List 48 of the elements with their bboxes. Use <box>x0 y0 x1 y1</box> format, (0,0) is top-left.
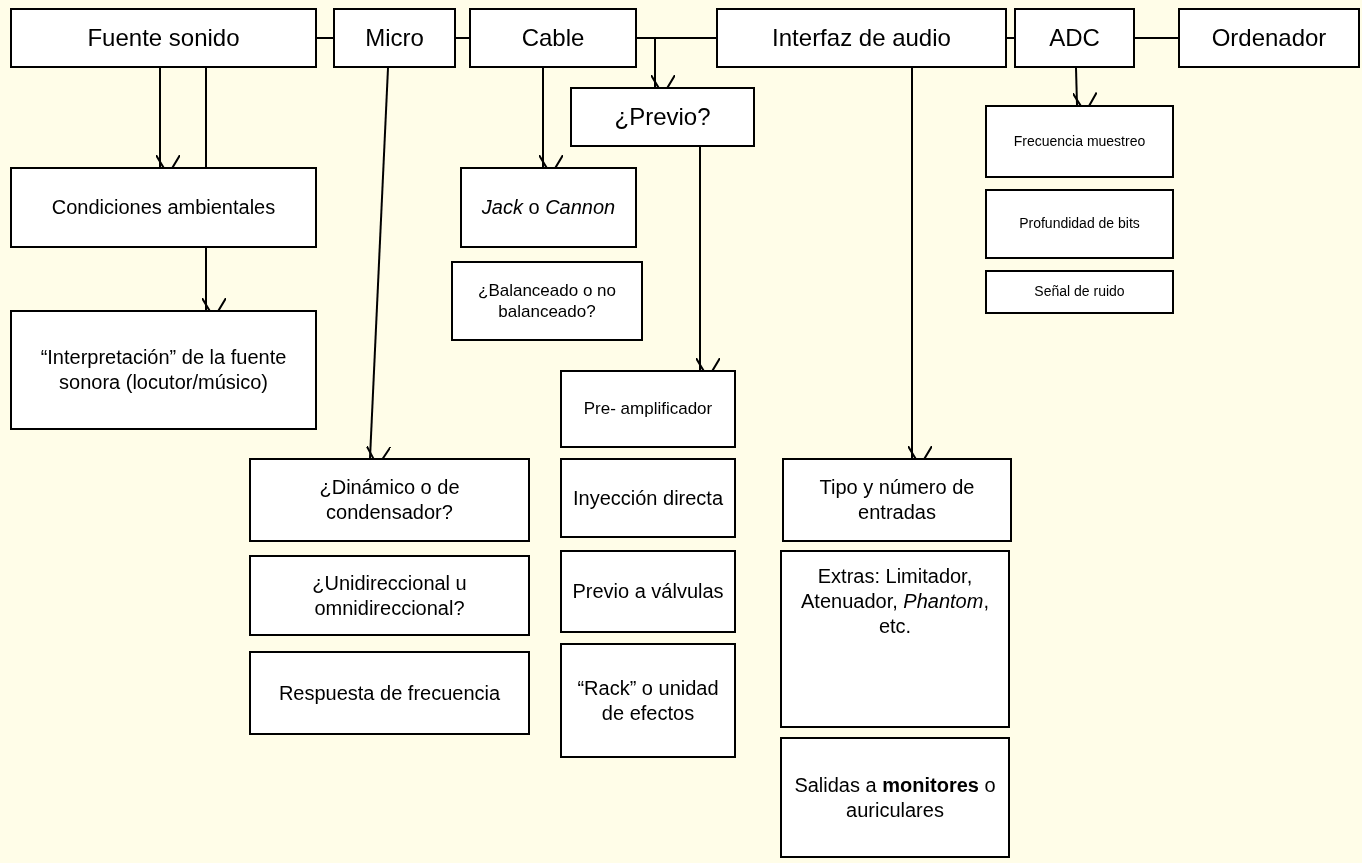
process-box <box>249 458 530 542</box>
process-box <box>560 370 736 448</box>
process-box <box>560 458 736 538</box>
node-text: Inyección directa <box>572 485 724 511</box>
node-text: Jack o Cannon <box>481 195 616 220</box>
process-box <box>333 8 456 68</box>
node-text: Condiciones ambientales <box>51 195 276 220</box>
process-box <box>985 189 1174 259</box>
node-text: Profundidad de bits <box>1019 215 1140 233</box>
node-text: Extras: Limitador, Atenuador, Phantom, etc. <box>800 564 990 639</box>
node-text: Respuesta de frecuencia <box>278 680 501 706</box>
process-box <box>10 167 317 248</box>
node-text: ¿Previo? <box>614 102 711 132</box>
node-text: Señal de ruido <box>1034 283 1125 301</box>
process-box <box>570 87 755 147</box>
node-text: Pre- amplificador <box>583 398 713 420</box>
node-text: Salidas a monitores o auriculares <box>793 772 997 823</box>
process-box <box>780 737 1010 858</box>
node-text: Tipo y número de entradas <box>818 475 976 525</box>
process-box <box>1014 8 1135 68</box>
node-text: “Rack” o unidad de efectos <box>576 675 720 726</box>
process-box <box>716 8 1007 68</box>
process-box <box>782 458 1012 542</box>
node-text: ¿Dinámico o de condensador? <box>318 475 461 525</box>
node-text: Previo a válvulas <box>572 579 724 604</box>
node-text: Interfaz de audio <box>772 23 951 53</box>
process-box <box>985 270 1174 314</box>
node-text: ¿Balanceado o no balanceado? <box>477 279 617 323</box>
process-box <box>560 550 736 633</box>
process-box <box>985 105 1174 178</box>
process-box <box>560 643 736 758</box>
process-box <box>10 310 317 430</box>
node-text: ¿Unidireccional u omnidireccional? <box>311 570 468 621</box>
process-box <box>1178 8 1360 68</box>
process-box <box>469 8 637 68</box>
node-text: Ordenador <box>1211 23 1327 53</box>
process-box <box>780 550 1010 728</box>
process-box <box>10 8 317 68</box>
node-text: Micro <box>365 23 424 53</box>
node-text: ADC <box>1049 23 1100 53</box>
node-text: Fuente sonido <box>87 23 240 53</box>
process-box <box>249 651 530 735</box>
node-text: Frecuencia muestreo <box>1013 132 1146 151</box>
process-box <box>460 167 637 248</box>
node-text: Cable <box>521 23 585 53</box>
process-box <box>451 261 643 341</box>
process-box <box>249 555 530 636</box>
node-text: “Interpretación” de la fuente sonora (locutor/músico) <box>39 345 288 395</box>
